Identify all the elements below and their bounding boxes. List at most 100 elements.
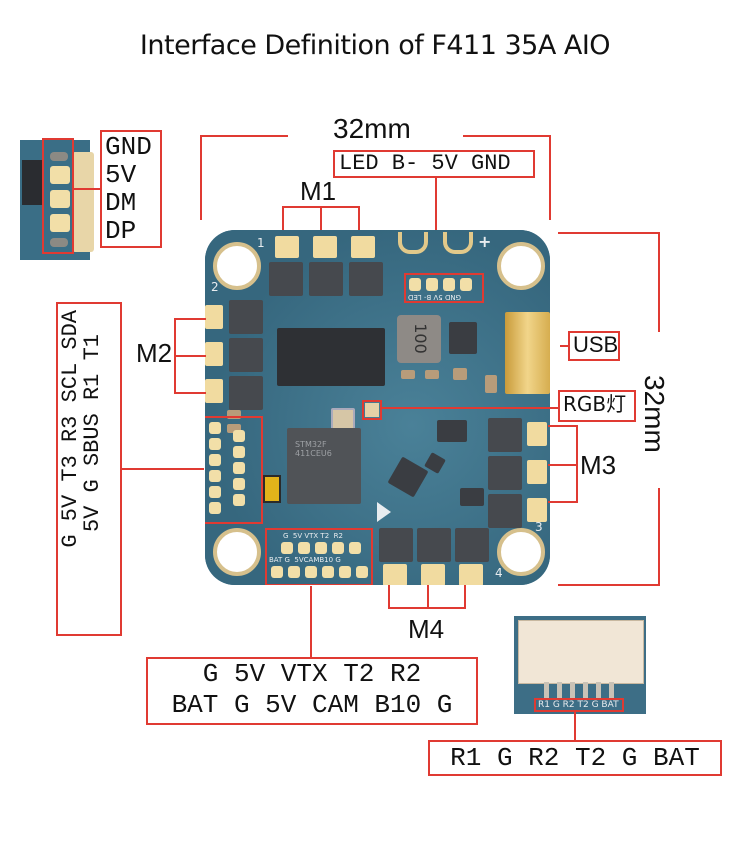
m3-pad-3 <box>527 498 547 522</box>
board-pad-gnd <box>460 278 472 291</box>
bottom-pad-r2 <box>349 542 361 554</box>
m4-bracket-mid <box>427 585 429 609</box>
inductor-marking: 100 <box>410 323 430 354</box>
bottom-pad-g <box>281 542 293 554</box>
m1-bracket-right <box>358 206 360 232</box>
rgb-led-highlight <box>362 400 382 420</box>
m4-pad-3 <box>459 564 483 585</box>
bottom-pad-g2 <box>288 566 300 578</box>
left-pad-t3 <box>209 454 221 466</box>
m2-pad-3 <box>205 379 223 403</box>
capacitor-4 <box>485 375 497 393</box>
top-dim-right-v <box>549 135 551 220</box>
usb-side-pads-photo <box>20 140 94 260</box>
m2-bracket-bottom <box>174 392 206 394</box>
mcu-stm32f411: STM32F 411CEU6 <box>287 428 361 504</box>
side-pad-dp <box>50 214 70 232</box>
m3-label: M3 <box>580 450 617 480</box>
side-pad-label-dm: DM <box>105 188 137 218</box>
left-pads-highlight <box>205 416 263 524</box>
connector-pins-label: R1 G R2 T2 G BAT <box>450 743 700 773</box>
brand-logo-icon <box>377 502 391 522</box>
m4-pad-2 <box>421 564 445 585</box>
inductor: 100 <box>397 315 441 363</box>
left-pad-sda <box>209 502 221 514</box>
rgb-label: RGB灯 <box>563 392 627 416</box>
corner-mark-2: 2 <box>211 280 219 294</box>
jst-connector-housing <box>518 620 644 684</box>
rgb-leader <box>382 407 560 409</box>
m2-mosfet-2 <box>229 338 263 372</box>
m3-bracket-bottom <box>548 501 578 503</box>
usb-label: USB <box>573 332 619 357</box>
led-leader <box>435 178 437 270</box>
bottom-pad-vtx <box>315 542 327 554</box>
bottom-silk-row2: BAT G 5VCAMB10 G <box>269 556 341 564</box>
rgb-callout: RGB灯 <box>558 390 636 422</box>
bottom-pads-label-row1: G 5V VTX T2 R2 <box>202 659 422 689</box>
left-pad-g <box>209 422 221 434</box>
side-pad-5v <box>50 166 70 184</box>
bottom-pads-callout: G 5V VTX T2 R2 BAT G 5V CAM B10 G <box>146 657 478 725</box>
m1-bracket-mid <box>320 206 322 232</box>
m4-mosfet-2 <box>417 528 451 562</box>
m3-bracket-top <box>548 425 578 427</box>
m1-pad-1 <box>275 236 299 258</box>
usb-callout: USB <box>568 331 620 361</box>
m4-label: M4 <box>408 614 445 644</box>
led-pads-highlight <box>404 273 484 303</box>
m3-bracket-mid <box>548 464 578 466</box>
side-pad-dm <box>50 190 70 208</box>
right-dim-bottom-v <box>658 488 660 586</box>
top-dim-left-h <box>200 135 288 137</box>
bottom-pads-highlight <box>265 528 373 585</box>
capacitor-1 <box>401 370 415 379</box>
side-connector-edge <box>72 152 94 252</box>
m3-mosfet-1 <box>488 418 522 452</box>
capacitor-6 <box>227 424 241 433</box>
connector-pins-callout: R1 G R2 T2 G BAT <box>428 740 722 776</box>
left-pad-t1 <box>233 494 245 506</box>
side-pads-highlight <box>42 138 74 254</box>
left-pads-callout: 5V G SBUS R1 T1 G 5V T3 R3 SCL SDA <box>56 302 122 636</box>
regulator-chip <box>449 322 477 354</box>
board-pad-led <box>409 278 421 291</box>
bottom-pad-bat <box>271 566 283 578</box>
capacitor-5 <box>227 410 241 419</box>
mcu-marking: STM32F 411CEU6 <box>295 440 332 458</box>
left-pads-label-row1: 5V G SBUS R1 T1 <box>80 334 105 533</box>
left-pad-scl <box>209 486 221 498</box>
bottom-silk-row1: G 5V VTX T2 R2 <box>283 532 343 540</box>
m3-pad-2 <box>527 460 547 484</box>
mount-hole-top-left <box>213 242 261 290</box>
left-pad-r1 <box>233 478 245 490</box>
bottom-pad-t2 <box>332 542 344 554</box>
width-dimension-label: 32mm <box>333 113 411 144</box>
right-dim-top-v <box>658 232 660 332</box>
bottom-pads-leader <box>310 586 312 658</box>
mount-hole-top-right <box>497 242 545 290</box>
bottom-pad-g3 <box>356 566 368 578</box>
capacitor-3 <box>453 368 467 380</box>
m2-bracket-mid <box>174 355 206 357</box>
battery-pad-negative <box>398 232 428 254</box>
connector-silkscreen: R1 G R2 T2 G BAT <box>538 700 619 710</box>
connector-silk-highlight <box>534 698 624 712</box>
mount-hole-bottom-left <box>213 528 261 576</box>
left-pad-r3 <box>209 470 221 482</box>
left-pads-label-row2: G 5V T3 R3 SCL SDA <box>58 310 83 548</box>
m4-bracket-h <box>388 607 466 609</box>
left-pads-leader <box>122 468 204 470</box>
m3-mosfet-2 <box>488 456 522 490</box>
bottom-pad-cam <box>322 566 334 578</box>
rgb-led <box>365 403 379 417</box>
left-pad-sbus <box>233 462 245 474</box>
connector-photo: R1 G R2 T2 G BAT <box>514 616 646 714</box>
side-pads-leader <box>74 188 102 190</box>
m3-pad-1 <box>527 422 547 446</box>
small-ic <box>460 488 484 506</box>
bottom-pads-label-row2: BAT G 5V CAM B10 G <box>171 690 453 720</box>
m1-bracket-left <box>282 206 284 232</box>
m2-label: M2 <box>136 338 173 368</box>
usb-port <box>505 312 550 394</box>
